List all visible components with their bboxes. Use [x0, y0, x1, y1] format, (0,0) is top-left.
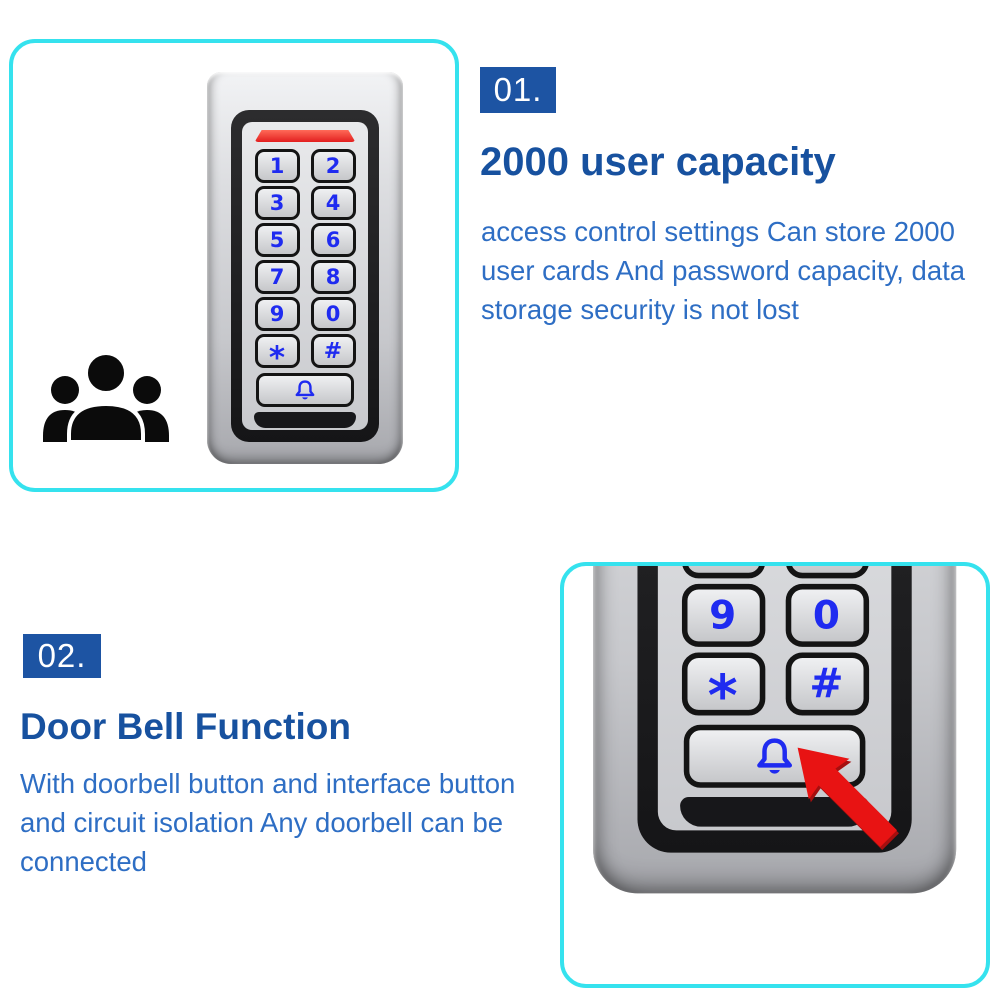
- people-icon: [43, 351, 169, 444]
- keypad-bezel: 1 2 3 4 5 6 7 8 9 0 * #: [231, 110, 379, 442]
- key-8: 8: [310, 260, 356, 294]
- key-6: 6: [310, 223, 356, 257]
- plate-notch: [254, 412, 356, 428]
- section-1-body: access control settings Can store 2000 u…: [481, 212, 1000, 329]
- keypad-keys: 1 2 3 4 5 6 7 8 9 0 * #: [658, 566, 891, 729]
- doorbell-button: [256, 373, 354, 407]
- keypad-device: 1 2 3 4 5 6 7 8 9 0 * #: [207, 72, 403, 464]
- section-1-badge: 01.: [480, 67, 556, 113]
- body-line: and circuit isolation Any doorbell can b…: [20, 807, 504, 838]
- keypad-device-zoomed: 1 2 3 4 5 6 7 8 9 0 * #: [593, 566, 957, 894]
- key-0: 0: [784, 583, 869, 647]
- key-hash: #: [784, 652, 869, 716]
- key-0: 0: [310, 297, 356, 331]
- body-line: With doorbell button and interface butto…: [20, 768, 516, 799]
- key-5: 5: [254, 223, 300, 257]
- key-3: 3: [254, 186, 300, 220]
- key-hash: #: [310, 334, 356, 368]
- key-7: 7: [254, 260, 300, 294]
- keypad-plate: 1 2 3 4 5 6 7 8 9 0 * #: [242, 122, 368, 430]
- keypad-bezel: 1 2 3 4 5 6 7 8 9 0 * #: [637, 566, 912, 853]
- bell-icon: [295, 379, 315, 399]
- section-1-title: 2000 user capacity: [480, 140, 836, 184]
- key-star: *: [254, 334, 300, 376]
- section-2-body: With doorbell button and interface butto…: [20, 764, 560, 881]
- bell-icon: [757, 737, 793, 773]
- body-line: connected: [20, 846, 147, 877]
- key-9: 9: [681, 583, 765, 647]
- key-star: *: [681, 652, 765, 729]
- key-8: 8: [784, 566, 869, 579]
- key-9: 9: [254, 297, 300, 331]
- led-indicator-strip: [254, 130, 356, 142]
- product-photo-panel: 1 2 3 4 5 6 7 8 9 0 * #: [9, 39, 459, 492]
- doorbell-zoom-panel: 1 2 3 4 5 6 7 8 9 0 * #: [560, 562, 990, 988]
- keypad-plate: 1 2 3 4 5 6 7 8 9 0 * #: [657, 566, 892, 831]
- body-line: user cards And password capacity, data: [481, 255, 966, 286]
- body-line: access control settings Can store 2000: [481, 216, 955, 247]
- key-7: 7: [681, 566, 765, 579]
- keypad-keys: 1 2 3 4 5 6 7 8 9 0 * #: [242, 149, 368, 376]
- key-2: 2: [310, 149, 356, 183]
- key-1: 1: [254, 149, 300, 183]
- red-arrow-icon: [797, 747, 897, 847]
- zoomed-keypad-device: 1 2 3 4 5 6 7 8 9 0 * #: [593, 566, 957, 894]
- section-2-title: Door Bell Function: [20, 706, 351, 747]
- section-2-badge: 02.: [23, 634, 101, 678]
- body-line: storage security is not lost: [481, 294, 799, 325]
- key-4: 4: [310, 186, 356, 220]
